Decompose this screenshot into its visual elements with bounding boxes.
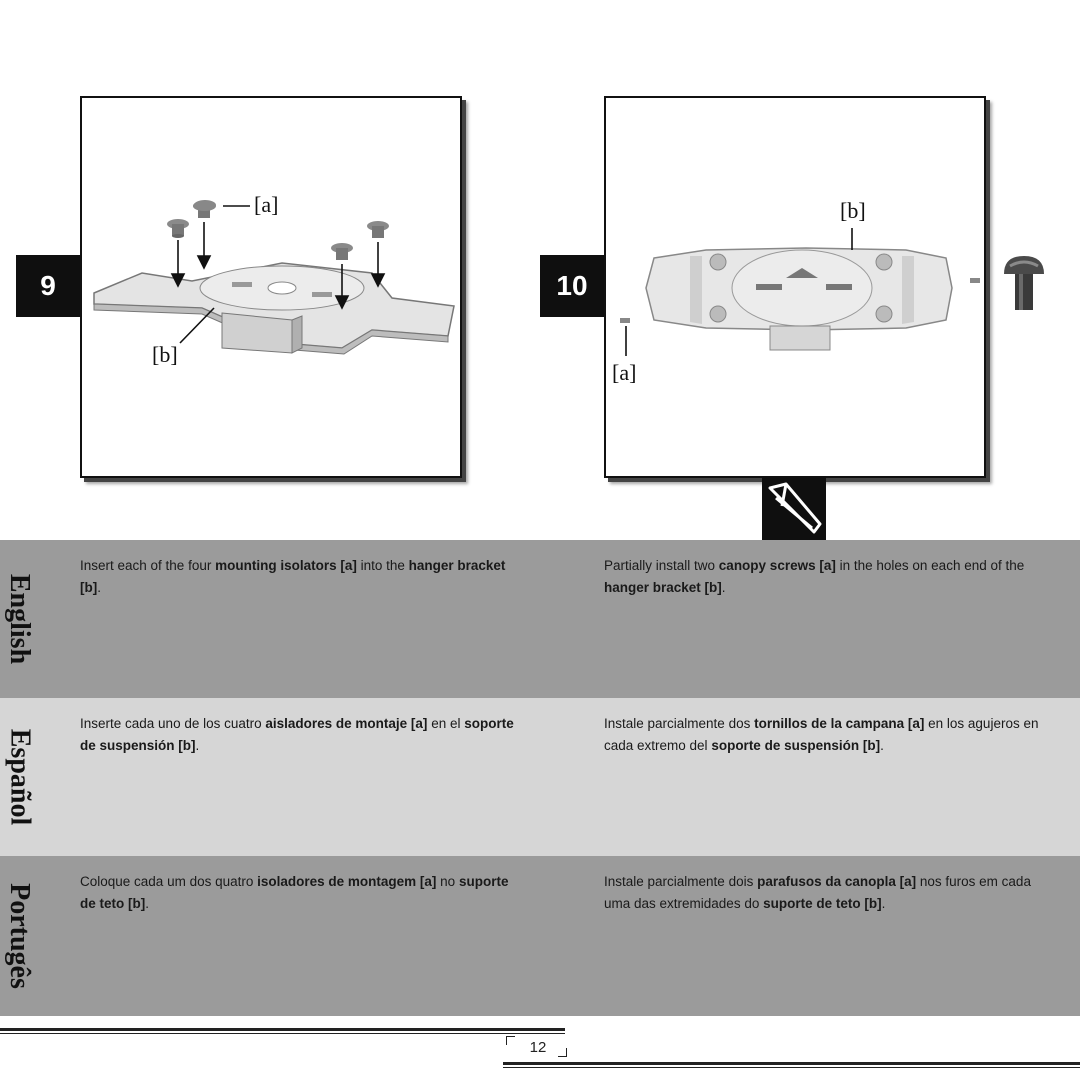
step-number-badge: 10 bbox=[540, 255, 604, 317]
step-10-instructions: Instale parcialmente dos tornillos de la… bbox=[604, 716, 1039, 753]
canopy-screw bbox=[620, 318, 630, 323]
step-10-illustration: [b] [a] bbox=[604, 96, 986, 478]
language-label: Portugês bbox=[4, 883, 36, 989]
screw-detail-icon bbox=[1004, 256, 1044, 310]
footer-rule bbox=[0, 1033, 565, 1034]
step-9-instructions: Coloque cada um dos quatro isoladores de… bbox=[80, 874, 509, 911]
callout-b-label: [b] bbox=[152, 342, 178, 367]
step-9-instructions: Inserte cada uno de los cuatro aisladore… bbox=[80, 716, 514, 753]
page-number-bracket bbox=[506, 1036, 515, 1045]
english-section: English Insert each of the four mounting… bbox=[0, 540, 1080, 698]
step-10-instructions: Partially install two canopy screws [a] … bbox=[604, 558, 1025, 595]
language-label: Español bbox=[4, 728, 35, 826]
step-10-drawing: [b] [a] bbox=[612, 198, 980, 385]
pen-nib-icon bbox=[762, 476, 826, 540]
footer-rule bbox=[503, 1067, 1080, 1068]
step-10-instructions: Instale parcialmente dois parafusos da c… bbox=[604, 874, 1031, 911]
page-number: 12 bbox=[529, 1039, 547, 1056]
callout-a-label: [a] bbox=[254, 192, 278, 217]
callout-a-label: [a] bbox=[612, 360, 636, 385]
step-9-instructions: Insert each of the four mounting isolato… bbox=[80, 558, 506, 595]
footer-rule bbox=[503, 1062, 1080, 1065]
step-9-drawing: [a] [b] bbox=[93, 192, 455, 367]
page-number-bracket bbox=[558, 1048, 567, 1057]
step-number-badge: 9 bbox=[16, 255, 80, 317]
footer-rule bbox=[0, 1028, 565, 1031]
callout-b-label: [b] bbox=[840, 198, 866, 223]
spanish-section: Español Inserte cada uno de los cuatro a… bbox=[0, 698, 1080, 856]
canopy-screw bbox=[970, 278, 980, 283]
step-9-illustration: [a] [b] bbox=[80, 96, 462, 478]
language-label: English bbox=[4, 573, 35, 665]
portuguese-section: Portugês Coloque cada um dos quatro isol… bbox=[0, 856, 1080, 1016]
